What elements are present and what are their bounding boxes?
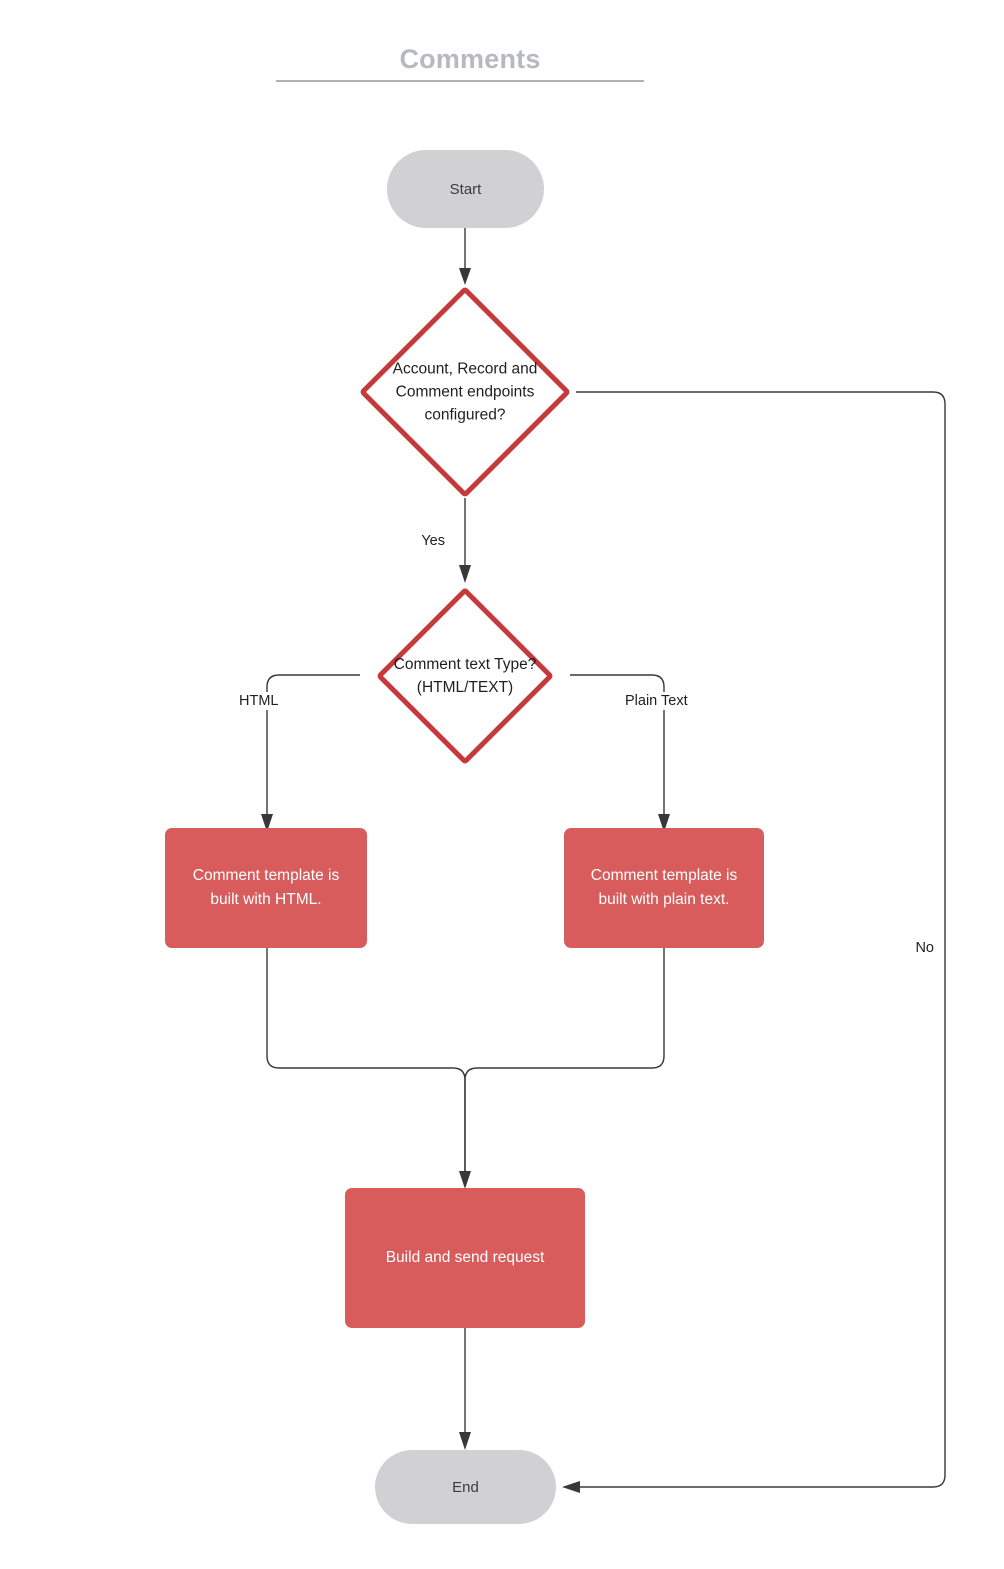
node-process-build-label: Build and send request — [385, 1249, 545, 1266]
node-decision-endpoints-configured[interactable]: Account, Record and Comment endpoints co… — [358, 285, 572, 499]
edge-label-plain-text: Plain Text — [622, 692, 691, 710]
node-process-html-template[interactable]: Comment template is built with HTML. — [165, 828, 367, 948]
node-decision-comment-text-type[interactable]: Comment text Type? (HTML/TEXT) — [375, 586, 555, 766]
edge-label-html: HTML — [236, 692, 282, 710]
page-title: Comments — [399, 44, 541, 74]
arrowhead-process-html — [261, 814, 273, 832]
arrowhead-process-plain — [658, 814, 670, 832]
node-process-plain-label: Comment template is built with plain tex… — [590, 867, 738, 908]
edge-decision2-html — [266, 674, 360, 818]
node-process-build-send-request[interactable]: Build and send request — [345, 1188, 585, 1328]
node-end-label: End — [452, 1478, 479, 1496]
node-process-plain-template[interactable]: Comment template is built with plain tex… — [564, 828, 764, 948]
node-end[interactable]: End — [375, 1450, 556, 1524]
edge-label-no: No — [912, 939, 937, 957]
title-divider — [276, 80, 644, 82]
arrowhead-process-build — [459, 1171, 471, 1189]
node-process-html-label: Comment template is built with HTML. — [192, 867, 340, 908]
arrowhead-decision1 — [459, 268, 471, 285]
arrowhead-end-top — [459, 1432, 471, 1450]
arrowhead-decision2 — [459, 565, 471, 583]
decision-diamond-shape — [358, 285, 572, 499]
edge-decision1-no — [575, 391, 946, 1488]
node-start-label: Start — [449, 180, 482, 198]
edge-plain-to-merge — [464, 948, 665, 1175]
edge-label-yes: Yes — [418, 532, 448, 550]
node-start[interactable]: Start — [387, 150, 544, 228]
arrowhead-end-right — [562, 1481, 580, 1493]
edge-decision2-plain — [570, 674, 665, 818]
edge-html-to-merge — [266, 948, 466, 1175]
decision-diamond-shape — [375, 586, 555, 766]
